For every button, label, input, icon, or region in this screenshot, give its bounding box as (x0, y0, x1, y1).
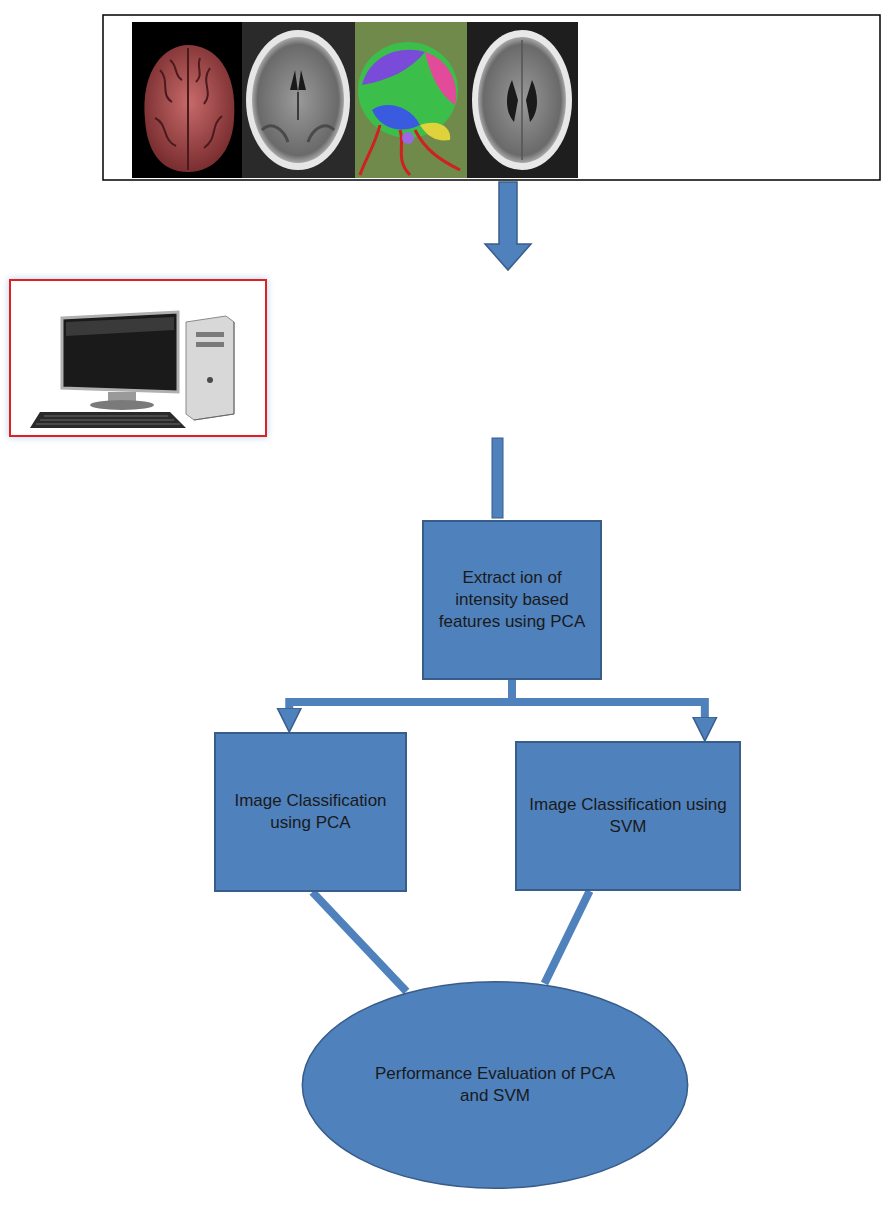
node-label: Performance Evaluation of PCA and SVM (367, 1063, 624, 1107)
node-label: Extract ion of intensity based features … (432, 567, 592, 633)
process-box: Extract ion of intensity based features … (422, 520, 602, 680)
block-arrow (485, 182, 531, 270)
result-ellipse: Performance Evaluation of PCA and SVM (300, 980, 690, 1190)
flow-bar (492, 438, 503, 518)
flow-connector (289, 680, 512, 708)
image-frame (103, 15, 880, 180)
computer-icon (8, 278, 268, 438)
flow-connector (545, 891, 590, 983)
flow-connector (512, 680, 705, 717)
flow-connector (312, 892, 406, 991)
mri-coronal (242, 22, 355, 178)
process-box: Image Classification using PCA (214, 732, 407, 892)
ellipse-shape (302, 982, 687, 1189)
node-label: Image Classification using PCA (224, 790, 397, 834)
brain-atlas (355, 22, 467, 178)
node-label: Image Classification using SVM (525, 794, 731, 838)
mri-axial (467, 22, 578, 178)
ellipse-outline (300, 980, 690, 1190)
brain-render (132, 22, 242, 178)
process-box: Image Classification using SVM (515, 741, 741, 891)
